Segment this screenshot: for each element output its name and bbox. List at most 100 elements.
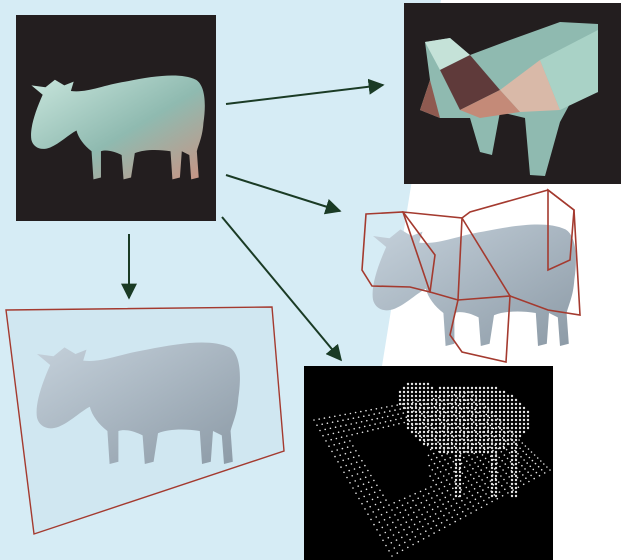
grid-point	[507, 435, 509, 437]
grid-point	[475, 435, 477, 437]
grid-point	[503, 479, 505, 481]
grid-point	[525, 477, 527, 479]
grid-point	[435, 513, 437, 515]
grid-point	[515, 459, 517, 461]
grid-point	[399, 399, 401, 401]
grid-point	[427, 387, 429, 389]
grid-point	[383, 427, 385, 429]
grid-point	[346, 477, 348, 479]
grid-point	[508, 476, 510, 478]
grid-point	[459, 431, 461, 433]
grid-point	[544, 472, 546, 474]
grid-point	[467, 387, 469, 389]
grid-point	[511, 451, 513, 453]
grid-point	[447, 399, 449, 401]
grid-point	[381, 407, 383, 409]
grid-point	[515, 407, 517, 409]
grid-point	[515, 475, 517, 477]
grid-point	[499, 419, 501, 421]
grid-point	[520, 456, 522, 458]
grid-point	[348, 458, 350, 460]
grid-point	[366, 489, 368, 491]
grid-point	[411, 419, 413, 421]
grid-point	[466, 487, 468, 489]
grid-point	[447, 439, 449, 441]
grid-point	[519, 471, 521, 473]
grid-point	[337, 420, 339, 422]
grid-point	[511, 487, 513, 489]
grid-point	[340, 466, 342, 468]
grid-point	[433, 532, 435, 534]
grid-point	[431, 423, 433, 425]
grid-point	[471, 391, 473, 393]
grid-point	[444, 425, 446, 427]
grid-point	[403, 517, 405, 519]
grid-point	[454, 481, 456, 483]
grid-point	[374, 492, 376, 494]
grid-point	[435, 419, 437, 421]
grid-point	[503, 399, 505, 401]
grid-point	[478, 442, 480, 444]
grid-point	[439, 435, 441, 437]
grid-point	[358, 416, 360, 418]
grid-point	[364, 465, 366, 467]
grid-point	[499, 466, 501, 468]
grid-point	[465, 476, 467, 478]
grid-point	[400, 524, 402, 526]
grid-point	[448, 512, 450, 514]
grid-point	[475, 415, 477, 417]
grid-point	[451, 407, 453, 409]
grid-point	[454, 394, 456, 396]
grid-point	[370, 409, 372, 411]
grid-point	[353, 457, 355, 459]
grid-point	[417, 401, 419, 403]
grid-point	[341, 436, 343, 438]
grid-point	[523, 484, 525, 486]
grid-point	[491, 403, 493, 405]
grid-point	[411, 431, 413, 433]
grid-point	[499, 411, 501, 413]
grid-point	[417, 528, 419, 530]
grid-point	[431, 395, 433, 397]
grid-point	[483, 443, 485, 445]
grid-point	[506, 482, 508, 484]
grid-point	[439, 415, 441, 417]
grid-point	[455, 483, 457, 485]
grid-point	[455, 403, 457, 405]
grid-point	[501, 451, 503, 453]
grid-point	[429, 439, 431, 441]
grid-point	[519, 411, 521, 413]
grid-point	[512, 433, 514, 435]
grid-point	[471, 439, 473, 441]
grid-point	[385, 421, 387, 423]
grid-point	[487, 487, 489, 489]
grid-point	[471, 419, 473, 421]
grid-point	[511, 467, 513, 469]
grid-point	[423, 495, 425, 497]
grid-point	[403, 407, 405, 409]
grid-point	[415, 419, 417, 421]
grid-point	[443, 475, 445, 477]
grid-point	[440, 413, 442, 415]
grid-point	[337, 461, 339, 463]
grid-point	[439, 403, 441, 405]
grid-point	[503, 431, 505, 433]
grid-point	[503, 403, 505, 405]
grid-point	[540, 460, 542, 462]
grid-point	[324, 417, 326, 419]
grid-point	[411, 519, 413, 521]
grid-point	[432, 469, 434, 471]
grid-point	[442, 492, 444, 494]
grid-point	[334, 456, 336, 458]
grid-point	[369, 425, 371, 427]
grid-point	[343, 430, 345, 432]
grid-point	[405, 509, 407, 511]
grid-point	[447, 391, 449, 393]
grid-point	[491, 479, 493, 481]
grid-point	[480, 496, 482, 498]
grid-point	[407, 391, 409, 393]
grid-point	[463, 493, 465, 495]
grid-point	[415, 536, 417, 538]
grid-point	[447, 463, 449, 465]
grid-point	[333, 433, 335, 435]
